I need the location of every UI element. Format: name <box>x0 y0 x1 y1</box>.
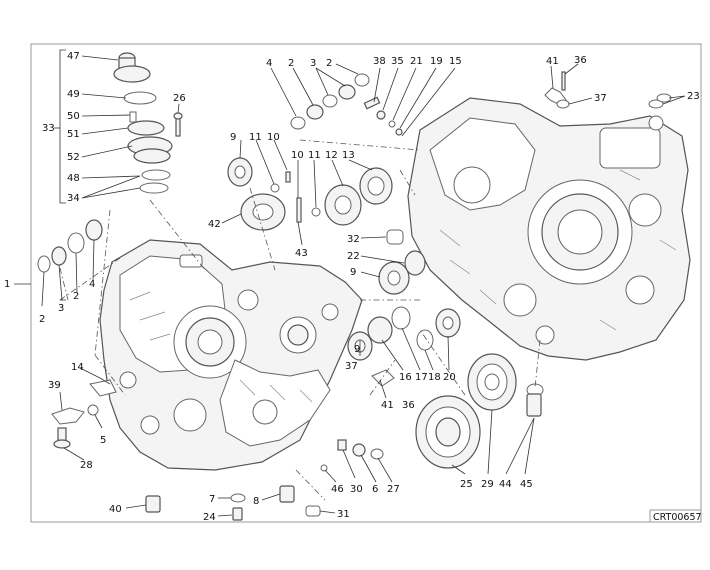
callout-21: 21 <box>410 56 423 67</box>
callout-9-low: 9 <box>354 344 360 355</box>
callout-35: 35 <box>391 56 404 67</box>
callout-18: 18 <box>428 372 441 383</box>
callout-32: 32 <box>347 234 360 245</box>
callout-23: 23 <box>687 91 700 102</box>
callout-16: 16 <box>399 372 412 383</box>
callout-17: 17 <box>415 372 428 383</box>
callout-22: 22 <box>347 251 360 262</box>
callout-2-left-a: 2 <box>39 314 45 325</box>
assembly-centerlines <box>59 139 541 501</box>
drawing-code: CRT00657 <box>653 512 702 523</box>
callout-3-top: 3 <box>310 58 316 69</box>
callout-4-left: 4 <box>89 279 95 290</box>
callout-2-top-b: 2 <box>326 58 332 69</box>
callout-2-top-a: 2 <box>288 58 294 69</box>
callout-48: 48 <box>67 173 80 184</box>
bracket-33 <box>59 49 66 204</box>
callout-41-low: 41 <box>381 400 394 411</box>
left-rings-and-bearings <box>37 157 321 273</box>
callout-12: 12 <box>325 150 338 161</box>
right-crankcase-half <box>407 97 691 361</box>
callout-38: 38 <box>373 56 386 67</box>
callout-30: 30 <box>350 484 363 495</box>
callout-20: 20 <box>443 372 456 383</box>
diagram-frame <box>30 43 702 523</box>
callout-4-top: 4 <box>266 58 272 69</box>
oil-pump-assembly <box>54 49 183 204</box>
callout-28: 28 <box>80 460 93 471</box>
callout-9-top: 9 <box>230 132 236 143</box>
callout-1: 1 <box>4 279 10 290</box>
callout-15: 15 <box>449 56 462 67</box>
callout-10-mid: 10 <box>291 150 304 161</box>
callout-49: 49 <box>67 89 80 100</box>
callout-42: 42 <box>208 219 221 230</box>
callout-24: 24 <box>203 512 216 523</box>
callout-3-left: 3 <box>58 303 64 314</box>
callout-11-mid: 11 <box>308 150 321 161</box>
callout-5: 5 <box>100 435 106 446</box>
callout-51: 51 <box>67 129 80 140</box>
callout-41-top: 41 <box>546 56 559 67</box>
callout-52: 52 <box>67 152 80 163</box>
code-box <box>649 509 702 523</box>
callout-43: 43 <box>295 248 308 259</box>
callout-37-top: 37 <box>594 93 607 104</box>
callout-25: 25 <box>460 479 473 490</box>
callout-labels: 1 33 47 49 50 51 52 48 34 26 2 3 2 4 14 … <box>4 51 700 523</box>
callout-19: 19 <box>430 56 443 67</box>
callout-6: 6 <box>372 484 378 495</box>
callout-2-left-b: 2 <box>73 291 79 302</box>
callout-11-top: 11 <box>249 132 262 143</box>
callout-9-mid: 9 <box>350 267 356 278</box>
callout-36-low: 36 <box>402 400 415 411</box>
callout-40: 40 <box>109 504 122 515</box>
callout-46: 46 <box>331 484 344 495</box>
breather-parts <box>544 71 672 109</box>
callout-33: 33 <box>42 123 55 134</box>
callout-31: 31 <box>337 509 350 520</box>
left-crankcase-half <box>99 239 363 471</box>
leader-lines <box>14 55 686 517</box>
main-bearings <box>415 353 544 469</box>
callout-27: 27 <box>387 484 400 495</box>
top-rings-and-seals <box>290 73 403 136</box>
callout-50: 50 <box>67 111 80 122</box>
callout-8: 8 <box>253 496 259 507</box>
callout-14: 14 <box>71 362 84 373</box>
callout-39: 39 <box>48 380 61 391</box>
callout-26: 26 <box>173 93 186 104</box>
callout-7: 7 <box>209 494 215 505</box>
callout-29: 29 <box>481 479 494 490</box>
callout-44: 44 <box>499 479 512 490</box>
callout-34: 34 <box>67 193 80 204</box>
callout-45: 45 <box>520 479 533 490</box>
callout-47: 47 <box>67 51 80 62</box>
callout-10-top: 10 <box>267 132 280 143</box>
callout-13: 13 <box>342 150 355 161</box>
callout-36-top: 36 <box>574 55 587 66</box>
callout-37-low: 37 <box>345 361 358 372</box>
